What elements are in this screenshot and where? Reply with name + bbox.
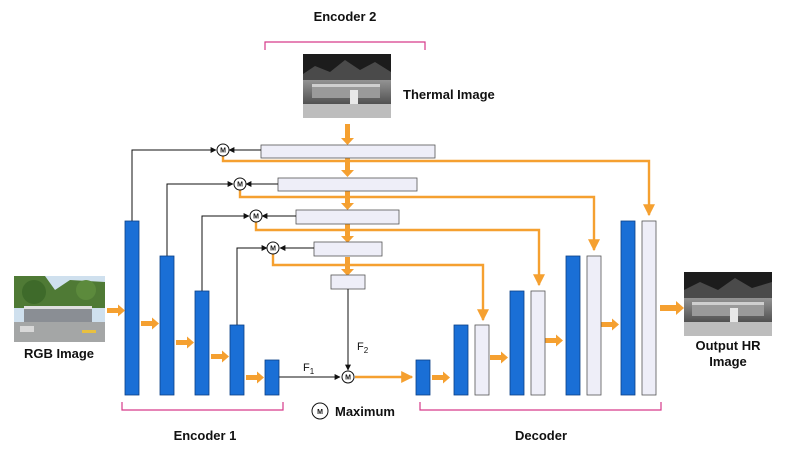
output-label-line1: Output HR: [696, 338, 762, 353]
encoder2-block-1: [260, 144, 436, 159]
encoder1-block-5: [264, 359, 280, 396]
rgb-image-label: RGB Image: [24, 346, 94, 361]
decoder-label: Decoder: [515, 428, 567, 443]
legend-maximum: M Maximum: [311, 402, 395, 420]
forward-arrows: [107, 301, 684, 384]
encoder1-block-1: [124, 220, 140, 396]
encoder1-block-4: [229, 324, 245, 396]
encoder1-block-2: [159, 255, 175, 396]
encoder2-block-5: [330, 274, 366, 290]
encoder2-block-2: [277, 177, 418, 192]
encoder2-block-4: [313, 241, 383, 257]
encoder1-blocks: [124, 220, 280, 396]
maximum-node-1: M: [216, 143, 230, 157]
encoder2-label: Encoder 2: [314, 9, 377, 24]
thermal-image: [303, 54, 391, 118]
decoder-block-3-white: [586, 255, 602, 396]
decoder-block-4-white: [641, 220, 657, 396]
decoder-bottleneck-block: [415, 359, 431, 396]
encoder1-block-3: [194, 290, 210, 396]
decoder-block-2-white: [530, 290, 546, 396]
f1-label: F1: [303, 362, 315, 376]
svg-text:M: M: [237, 182, 243, 189]
encoder2-brace: [264, 41, 426, 50]
decoder-brace: [419, 402, 662, 411]
svg-text:M: M: [253, 214, 259, 221]
maximum-node-3: M: [249, 209, 263, 223]
encoder2-block-3: [295, 209, 400, 225]
fusion-input-arrows: [131, 147, 351, 380]
svg-text:M: M: [345, 375, 351, 382]
encoder1-brace: [121, 402, 284, 411]
decoder-blocks: [415, 220, 657, 396]
skip-connections: [221, 156, 655, 383]
output-label-line2: Image: [709, 354, 747, 369]
encoder2-blocks: [260, 144, 436, 290]
svg-text:M: M: [270, 246, 276, 253]
maximum-node-bottleneck: M: [341, 370, 355, 384]
maximum-node-4: M: [266, 241, 280, 255]
rgb-image: [14, 276, 105, 342]
decoder-block-1-blue: [453, 324, 469, 396]
decoder-block-4-blue: [620, 220, 636, 396]
svg-text:M: M: [220, 148, 226, 155]
f2-label: F2: [357, 341, 369, 355]
output-hr-image: [684, 272, 772, 336]
decoder-block-2-blue: [509, 290, 525, 396]
maximum-node-2: M: [233, 177, 247, 191]
svg-text:M: M: [317, 409, 323, 416]
decoder-block-3-blue: [565, 255, 581, 396]
encoder1-label: Encoder 1: [174, 428, 237, 443]
thermal-image-label: Thermal Image: [403, 87, 495, 102]
decoder-block-1-white: [474, 324, 490, 396]
legend-maximum-text: Maximum: [335, 404, 395, 419]
legend-maximum-icon: [311, 402, 329, 420]
